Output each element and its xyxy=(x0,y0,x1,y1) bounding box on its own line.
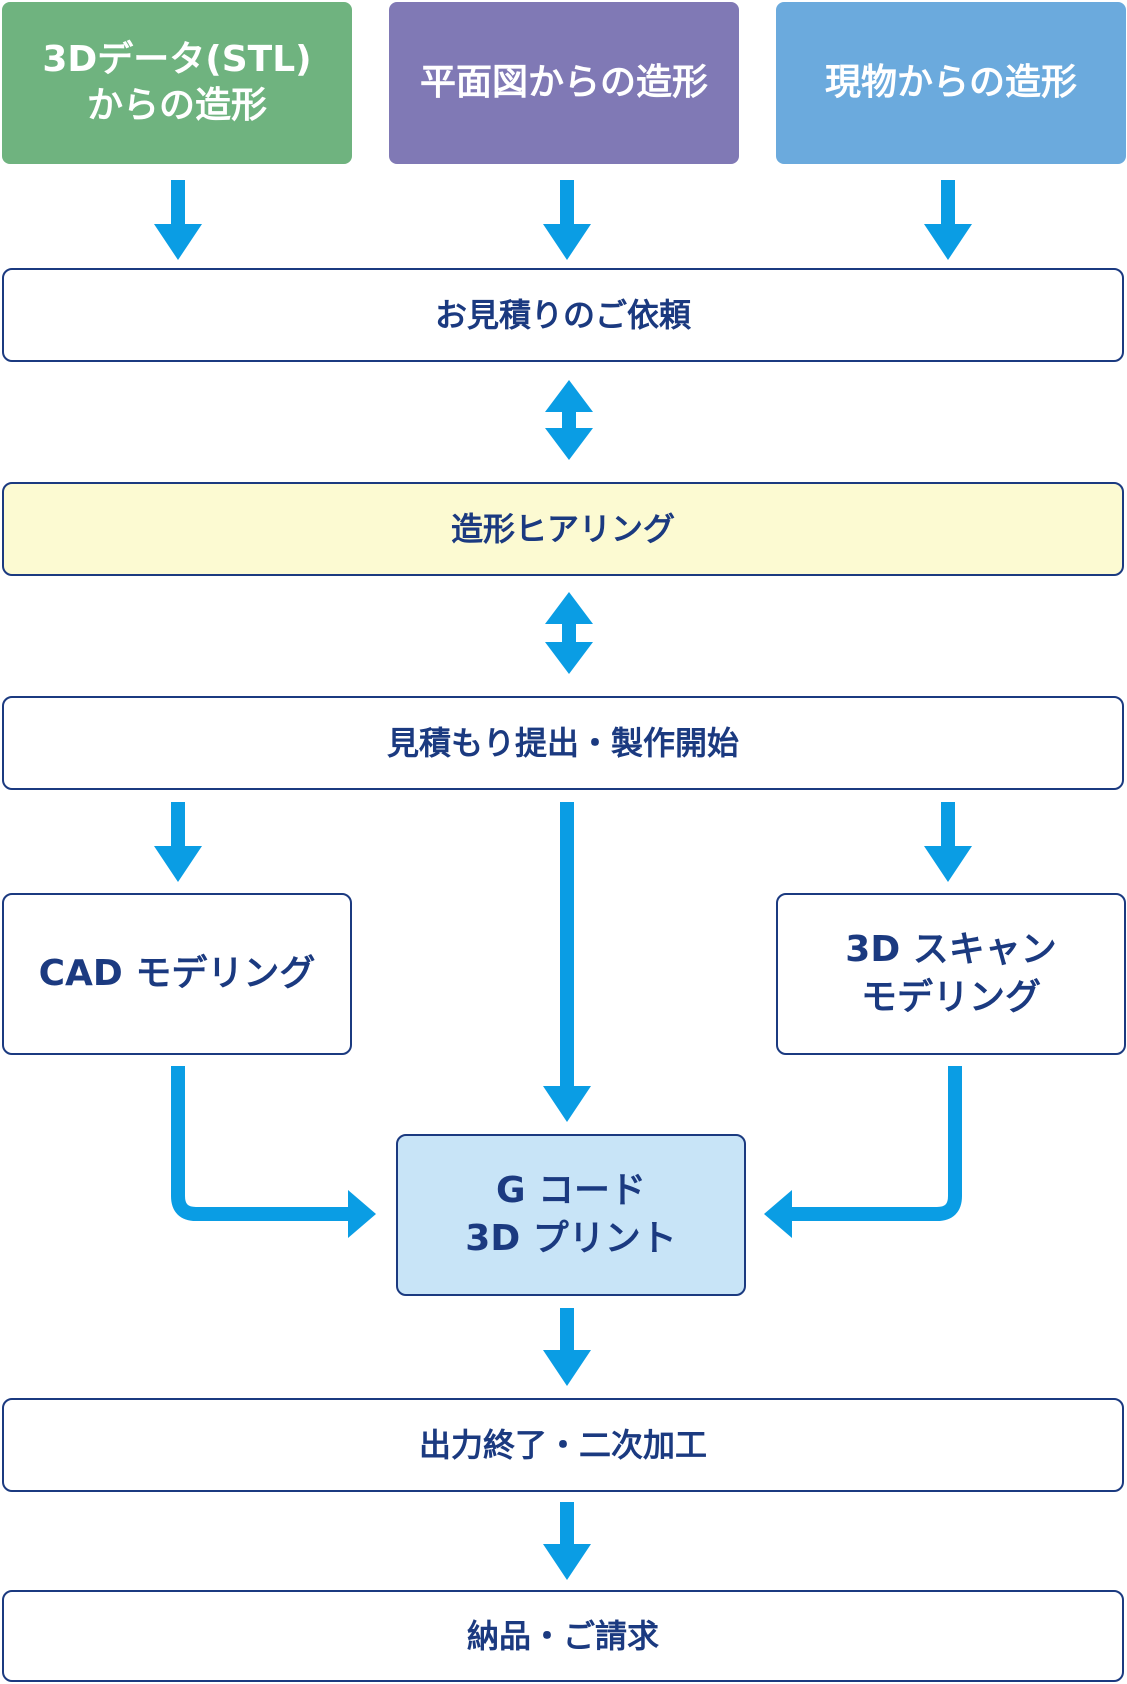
arrow-double-2 xyxy=(545,592,593,674)
arrow-head-scan xyxy=(764,1190,792,1238)
source-floorplan: 平面図からの造形 xyxy=(389,2,739,164)
arrow-head-cad xyxy=(348,1190,376,1238)
source-floorplan-label: 平面図からの造形 xyxy=(419,62,708,103)
arrow-down-scan xyxy=(924,802,972,882)
arrow-double-1 xyxy=(545,380,593,460)
step-output-finish-label: 出力終了・二次加工 xyxy=(418,1426,707,1464)
arrow-elbow-cad xyxy=(171,1066,352,1221)
step-cad-modeling-label: CAD モデリング xyxy=(38,953,316,994)
arrow-down-center xyxy=(543,802,591,1122)
step-hearing-label: 造形ヒアリング xyxy=(450,510,675,548)
arrow-down-2 xyxy=(543,180,591,260)
step-scan-modeling-label: 3D スキャン モデリング xyxy=(845,929,1057,1018)
step-cad-modeling: CAD モデリング xyxy=(2,893,352,1055)
step-quote-request: お見積りのご依頼 xyxy=(2,268,1124,362)
step-gcode-print-label: G コード 3D プリント xyxy=(465,1170,677,1259)
step-scan-modeling: 3D スキャン モデリング xyxy=(776,893,1126,1055)
source-physical: 現物からの造形 xyxy=(776,2,1126,164)
source-stl: 3Dデータ(STL) からの造形 xyxy=(2,2,352,164)
arrow-down-output xyxy=(543,1308,591,1386)
arrow-down-cad xyxy=(154,802,202,882)
step-quote-request-label: お見積りのご依頼 xyxy=(434,296,691,334)
step-delivery-label: 納品・ご請求 xyxy=(466,1617,659,1655)
step-quote-submit-label: 見積もり提出・製作開始 xyxy=(386,724,739,762)
arrow-down-1 xyxy=(154,180,202,260)
step-delivery: 納品・ご請求 xyxy=(2,1590,1124,1682)
step-hearing: 造形ヒアリング xyxy=(2,482,1124,576)
step-output-finish: 出力終了・二次加工 xyxy=(2,1398,1124,1492)
arrow-down-3 xyxy=(924,180,972,260)
step-quote-submit: 見積もり提出・製作開始 xyxy=(2,696,1124,790)
source-physical-label: 現物からの造形 xyxy=(824,62,1077,103)
source-stl-label: 3Dデータ(STL) からの造形 xyxy=(42,39,312,126)
arrow-down-delivery xyxy=(543,1502,591,1580)
arrow-elbow-scan xyxy=(790,1066,962,1221)
step-gcode-print: G コード 3D プリント xyxy=(396,1134,746,1296)
